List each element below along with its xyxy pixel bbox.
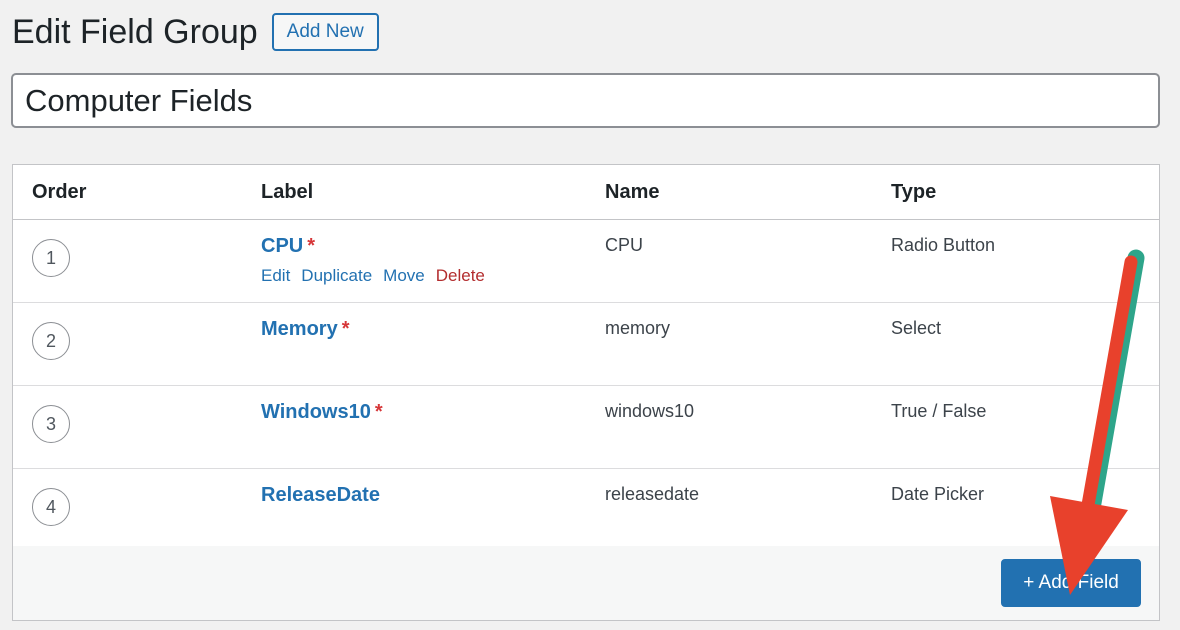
required-marker: * <box>307 235 316 257</box>
add-field-button[interactable]: + Add Field <box>1001 559 1141 607</box>
field-name: windows10 <box>605 401 695 421</box>
field-group-title-input[interactable] <box>11 73 1160 128</box>
row-actions: Edit Duplicate Move Delete <box>261 266 485 286</box>
move-link[interactable]: Move <box>383 266 425 285</box>
order-handle[interactable]: 1 <box>32 239 70 277</box>
field-name: memory <box>605 318 671 338</box>
order-handle[interactable]: 2 <box>32 322 70 360</box>
required-marker: * <box>374 401 383 423</box>
field-label-cell: ReleaseDate <box>261 484 384 507</box>
page-header: Edit Field Group Add New <box>12 10 379 54</box>
delete-link[interactable]: Delete <box>435 266 485 285</box>
column-header-type: Type <box>891 181 937 203</box>
field-type: Date Picker <box>891 484 985 504</box>
field-name: releasedate <box>605 484 700 504</box>
field-label-link[interactable]: Windows10 <box>261 401 371 423</box>
field-label-link[interactable]: CPU <box>261 235 304 257</box>
field-label-cell: Windows10* <box>261 401 383 424</box>
fields-table: Order Label Name Type 1 CPU* Edit Duplic… <box>12 164 1160 621</box>
field-name: CPU <box>605 235 644 255</box>
field-label-cell: Memory* <box>261 318 350 341</box>
table-row: 4 ReleaseDate releasedate Date Picker <box>13 469 1159 552</box>
duplicate-link[interactable]: Duplicate <box>301 266 373 285</box>
column-header-order: Order <box>32 181 87 203</box>
order-handle[interactable]: 3 <box>32 405 70 443</box>
edit-link[interactable]: Edit <box>261 266 291 285</box>
field-type: Select <box>891 318 942 338</box>
field-label-link[interactable]: Memory <box>261 318 338 340</box>
field-type: Radio Button <box>891 235 996 255</box>
required-marker: * <box>341 318 350 340</box>
table-row: 1 CPU* Edit Duplicate Move Delete CPU Ra… <box>13 220 1159 303</box>
column-header-name: Name <box>605 181 660 203</box>
field-label-link[interactable]: ReleaseDate <box>261 484 380 506</box>
page-title: Edit Field Group <box>12 13 258 51</box>
field-type: True / False <box>891 401 987 421</box>
table-footer: + Add Field <box>13 546 1159 620</box>
order-handle[interactable]: 4 <box>32 488 70 526</box>
column-header-label: Label <box>261 181 314 203</box>
table-row: 2 Memory* memory Select <box>13 303 1159 386</box>
add-new-button[interactable]: Add New <box>271 13 379 51</box>
table-header: Order Label Name Type <box>13 165 1159 220</box>
table-row: 3 Windows10* windows10 True / False <box>13 386 1159 469</box>
field-label-cell: CPU* Edit Duplicate Move Delete <box>261 235 485 286</box>
